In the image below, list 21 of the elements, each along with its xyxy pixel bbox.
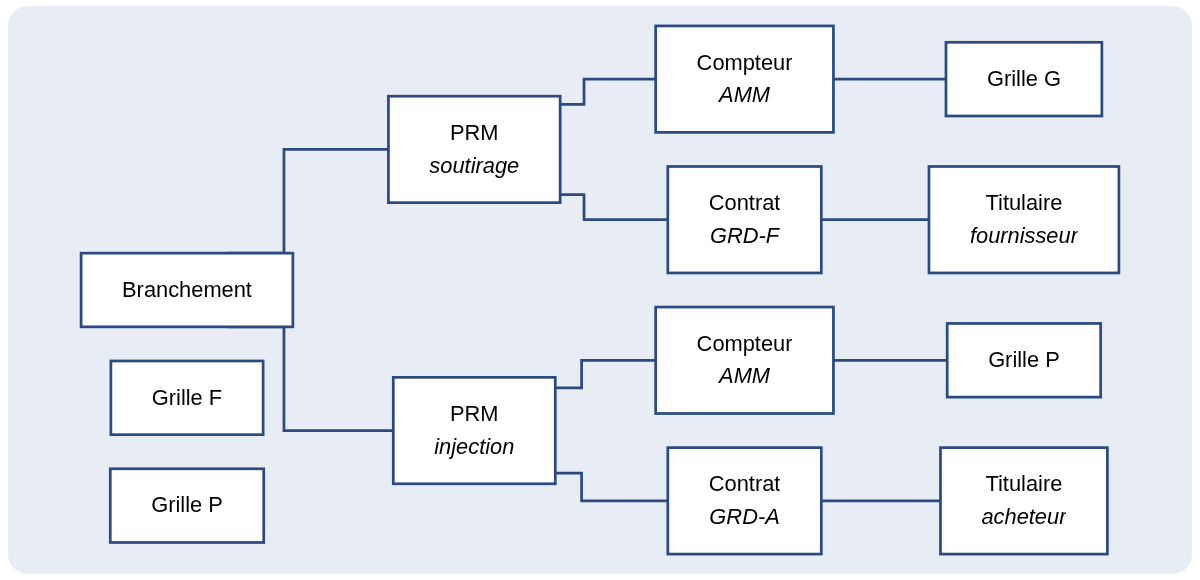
node-box: Grille G — [944, 40, 1104, 118]
node-box: Grille P — [945, 322, 1103, 399]
connector — [821, 218, 929, 222]
node-box: Compteur AMM — [654, 24, 835, 134]
node-box: Branchement — [79, 251, 295, 329]
connector — [560, 193, 668, 222]
node-box: Contrat GRD-F — [666, 165, 823, 275]
node-box: PRM injection — [391, 375, 557, 486]
node-box: PRM soutirage — [387, 94, 562, 205]
connector — [821, 499, 941, 503]
node-box: Grille P — [108, 467, 266, 544]
node-box: Grille F — [109, 359, 265, 437]
node-box: Titulaire acheteur — [939, 446, 1109, 556]
connector — [833, 77, 946, 81]
connector — [833, 358, 948, 362]
connector — [555, 358, 656, 390]
node-box: Contrat GRD-A — [666, 446, 823, 556]
node-box: Compteur AMM — [654, 305, 835, 415]
connector — [555, 471, 668, 503]
connector — [560, 77, 656, 106]
node-box: Titulaire fournisseur — [927, 165, 1121, 275]
